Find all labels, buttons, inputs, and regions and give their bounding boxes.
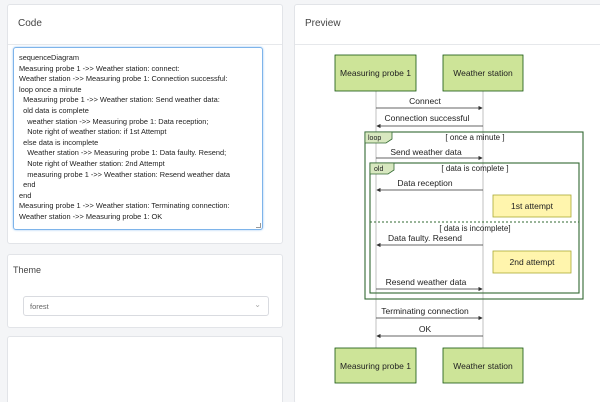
message-data-faulty-label: Data faulty. Resend: [388, 233, 462, 243]
actor-label-probe-top: Measuring probe 1: [340, 68, 411, 78]
code-line: Note right of weather station: if 1st At…: [19, 127, 167, 137]
actor-label-probe-bottom: Measuring probe 1: [340, 361, 411, 371]
theme-select-value: forest: [30, 302, 49, 311]
actor-label-station-bottom: Weather station: [453, 361, 513, 371]
code-line: weather station ->> Measuring probe 1: D…: [19, 116, 209, 126]
theme-select[interactable]: forest ⌄: [23, 296, 269, 316]
alt-tag-label: old: [374, 166, 383, 173]
code-editor[interactable]: sequenceDiagram Measuring probe 1 ->> We…: [13, 47, 263, 230]
resize-grip[interactable]: [256, 223, 261, 228]
actor-box-station-top: [442, 54, 524, 92]
code-line: measuring probe 1 ->> Weather station: R…: [19, 169, 231, 179]
actor-label-station-top: Weather station: [453, 68, 513, 78]
actor-box-probe-bottom: [334, 347, 417, 384]
code-line: loop once a minute: [19, 84, 82, 94]
code-line: Weather station ->> Measuring probe 1: C…: [19, 74, 228, 84]
alt-else-label: [ data is incomplete]: [439, 224, 510, 233]
actor-box-station-bottom: [442, 347, 524, 384]
message-send-weather-data-label: Send weather data: [390, 147, 462, 157]
note-1st-attempt-label: 1st attempt: [511, 201, 554, 211]
message-connection-successful-label: Connection successful: [384, 113, 469, 123]
code-panel-title: Code: [8, 5, 282, 45]
code-line: Measuring probe 1 ->> Weather station: S…: [19, 95, 220, 105]
code-line: Weather station ->> Measuring probe 1: D…: [19, 148, 227, 158]
alt-condition-label: [ data is complete ]: [441, 164, 508, 173]
loop-tag: [364, 131, 393, 144]
alt-frame: [369, 162, 580, 294]
loop-condition-label: [ once a minute ]: [445, 133, 504, 142]
code-line: Measuring probe 1 ->> Weather station: T…: [19, 201, 230, 211]
preview-panel-title: Preview: [295, 5, 600, 45]
code-line: end: [19, 190, 32, 200]
message-connect-label: Connect: [409, 96, 441, 106]
note-2nd-attempt-label: 2nd attempt: [510, 257, 556, 267]
code-line: Weather station ->> Measuring probe 1: O…: [19, 211, 163, 221]
theme-panel-title: Theme: [13, 265, 42, 275]
alt-tag: [369, 162, 395, 175]
loop-frame: [364, 131, 584, 300]
loop-tag-label: loop: [368, 135, 381, 142]
code-line: Measuring probe 1 ->> Weather station: c…: [19, 63, 180, 73]
code-line: else data is incomplete: [19, 137, 99, 147]
message-resend-weather-data-label: Resend weather data: [386, 277, 467, 287]
note-2nd-attempt: [492, 250, 572, 274]
empty-panel: [7, 336, 283, 402]
actor-box-probe-top: [334, 54, 417, 92]
code-line: end: [19, 180, 36, 190]
message-data-reception-label: Data reception: [397, 178, 453, 188]
code-line: Note right of Weather station: 2nd Attem…: [19, 158, 165, 168]
code-line: old data is complete: [19, 105, 89, 115]
note-1st-attempt: [492, 194, 572, 218]
code-line: sequenceDiagram: [19, 53, 79, 62]
message-terminating-label: Terminating connection: [381, 306, 469, 316]
message-ok-label: OK: [419, 324, 432, 334]
chevron-down-icon: ⌄: [254, 300, 261, 309]
